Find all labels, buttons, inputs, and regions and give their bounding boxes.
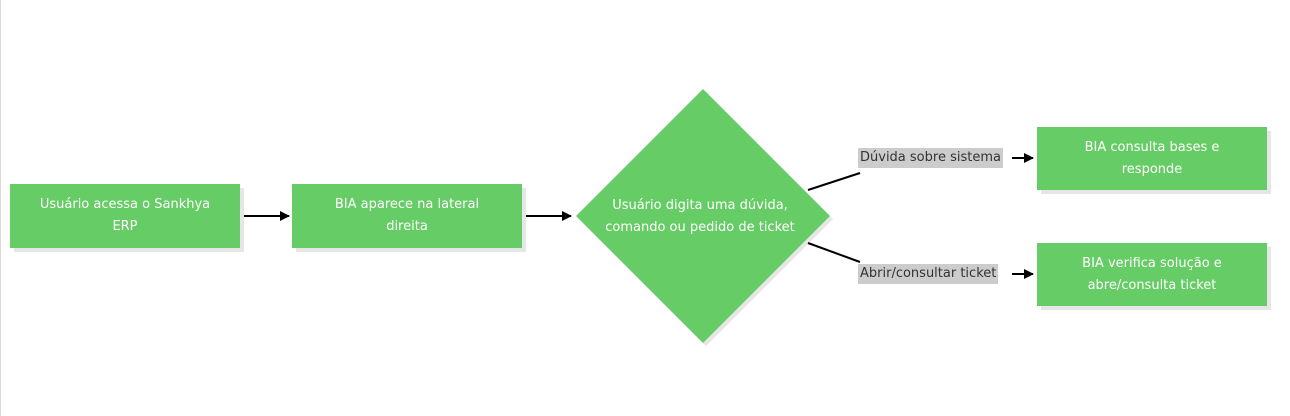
node-bia-ticket[interactable]: BIA verifica solução e abre/consulta tic… bbox=[1037, 243, 1267, 306]
node-user-access-line2: ERP bbox=[112, 219, 138, 234]
node-bia-ticket-line2: abre/consulta ticket bbox=[1087, 277, 1217, 293]
node-bia-answers-text: BIA consulta bases e responde bbox=[1085, 137, 1220, 181]
edge-label-question: Dúvida sobre sistema bbox=[858, 148, 1003, 168]
edge-label-ticket: Abrir/consultar ticket bbox=[858, 264, 999, 284]
node-user-access-line1: Usuário acessa o Sankhya bbox=[39, 197, 211, 212]
node-bia-sidebar-line2: direita bbox=[386, 219, 428, 234]
node-bia-ticket-line1: BIA verifica solução e bbox=[1082, 255, 1222, 271]
node-bia-answers[interactable]: BIA consulta bases e responde bbox=[1037, 127, 1267, 190]
node-bia-sidebar[interactable]: BIA aparece na lateral direita bbox=[292, 184, 522, 248]
decision-label: Usuário digita uma dúvida, comando ou pe… bbox=[590, 193, 810, 241]
edge-decision-to-answer-line bbox=[807, 172, 861, 191]
canvas-left-border bbox=[0, 0, 1, 416]
decision-label-line2: comando ou pedido de ticket bbox=[605, 220, 795, 235]
node-bia-answers-line1: BIA consulta bases e bbox=[1084, 139, 1220, 155]
node-bia-sidebar-text: BIA aparece na lateral direita bbox=[335, 194, 479, 238]
node-user-access-text: Usuário acessa o Sankhya ERP bbox=[40, 194, 210, 238]
edge-decision-to-ticket-line bbox=[807, 242, 861, 263]
decision-label-line1: Usuário digita uma dúvida, bbox=[612, 198, 788, 213]
node-bia-sidebar-line1: BIA aparece na lateral bbox=[334, 197, 480, 212]
node-user-access[interactable]: Usuário acessa o Sankhya ERP bbox=[10, 184, 240, 248]
decision-diamond[interactable] bbox=[576, 89, 830, 343]
node-bia-answers-line2: responde bbox=[1121, 161, 1183, 177]
node-bia-ticket-text: BIA verifica solução e abre/consulta tic… bbox=[1082, 253, 1222, 297]
